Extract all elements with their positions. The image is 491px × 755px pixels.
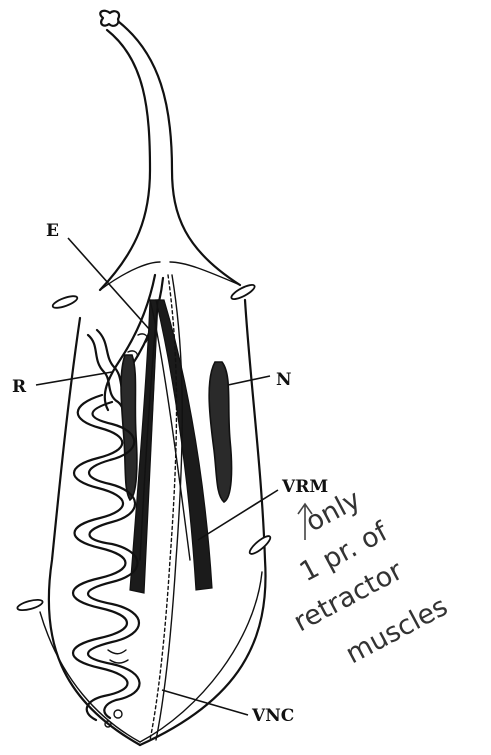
leader-vnc xyxy=(162,690,248,715)
label-vnc: VNC xyxy=(251,706,294,726)
leader-n xyxy=(228,376,270,385)
handwritten-annotation: only 1 pr. of retractor muscles xyxy=(289,484,453,670)
pin-mid-right xyxy=(247,534,272,557)
leader-r xyxy=(36,372,112,385)
leader-vrm xyxy=(198,490,278,540)
pin-bottom-left xyxy=(16,598,43,612)
retractor-muscles xyxy=(130,300,212,593)
label-e: E xyxy=(46,221,59,241)
leader-e xyxy=(68,238,150,330)
label-n: N xyxy=(276,370,292,390)
label-r: R xyxy=(12,377,27,397)
proboscis xyxy=(100,11,240,290)
pin-top-right xyxy=(230,282,257,301)
label-vrm: VRM xyxy=(281,477,328,497)
nephridium-right xyxy=(209,362,231,502)
pin-top-left xyxy=(51,294,78,310)
